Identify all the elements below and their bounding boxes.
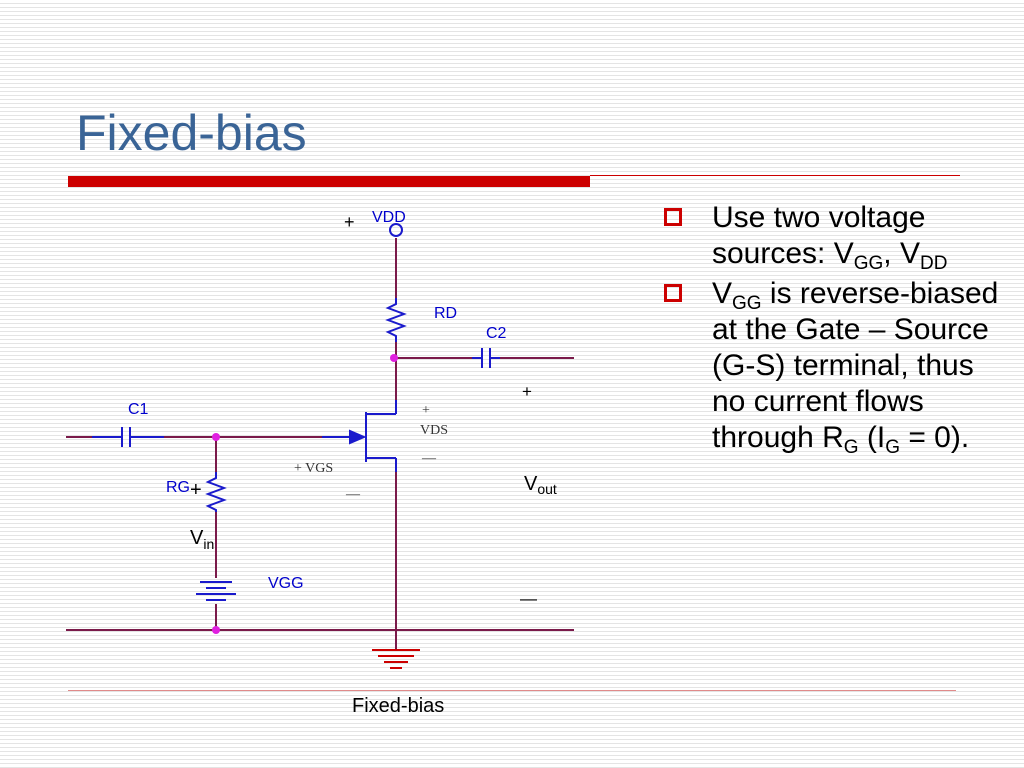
title-underline-thin — [590, 175, 960, 176]
vout-label: Vout — [524, 473, 557, 497]
vds-minus-label: — — [421, 451, 437, 466]
gate-arrow — [349, 429, 367, 445]
bullet-item: VGG is reverse-biased at the Gate – Sour… — [664, 276, 1014, 457]
bullet-list: Use two voltage sources: VGG, VDD VGG is… — [664, 200, 1014, 457]
vdd-label: VDD — [372, 209, 406, 226]
vgs-minus-label: — — [345, 487, 361, 502]
bullet-square-icon — [664, 284, 682, 302]
rd-label: RD — [434, 305, 457, 322]
c2-label: C2 — [486, 325, 507, 342]
components — [92, 223, 500, 601]
vds-label: VDS — [420, 423, 448, 438]
node-gate — [212, 433, 220, 441]
vdd-plus-label: + — [344, 212, 355, 232]
slide-title: Fixed-bias — [76, 105, 307, 161]
ground-symbol — [372, 649, 420, 669]
vdd-terminal — [389, 223, 403, 237]
footer-rule — [68, 690, 956, 691]
node-ground — [212, 626, 220, 634]
rg-label: RG — [166, 479, 190, 496]
vgg-label: VGG — [268, 575, 304, 592]
c1-label: C1 — [128, 401, 149, 418]
vout-minus-label: — — [520, 589, 537, 608]
vout-plus-label: + — [522, 382, 532, 401]
node-drain — [390, 354, 398, 362]
title-underline — [68, 176, 590, 187]
junction-nodes — [212, 354, 398, 634]
rg-resistor — [205, 472, 227, 512]
vin-plus-label: + — [190, 479, 202, 501]
bullet-item: Use two voltage sources: VGG, VDD — [664, 200, 1014, 273]
vds-plus-label: + — [422, 403, 430, 418]
wires — [66, 238, 574, 650]
figure-caption: Fixed-bias — [352, 695, 444, 717]
vin-label: Vin — [190, 527, 214, 552]
bullet-square-icon — [664, 208, 682, 226]
rd-resistor — [385, 298, 407, 342]
vgs-label: + VGS — [294, 461, 333, 476]
